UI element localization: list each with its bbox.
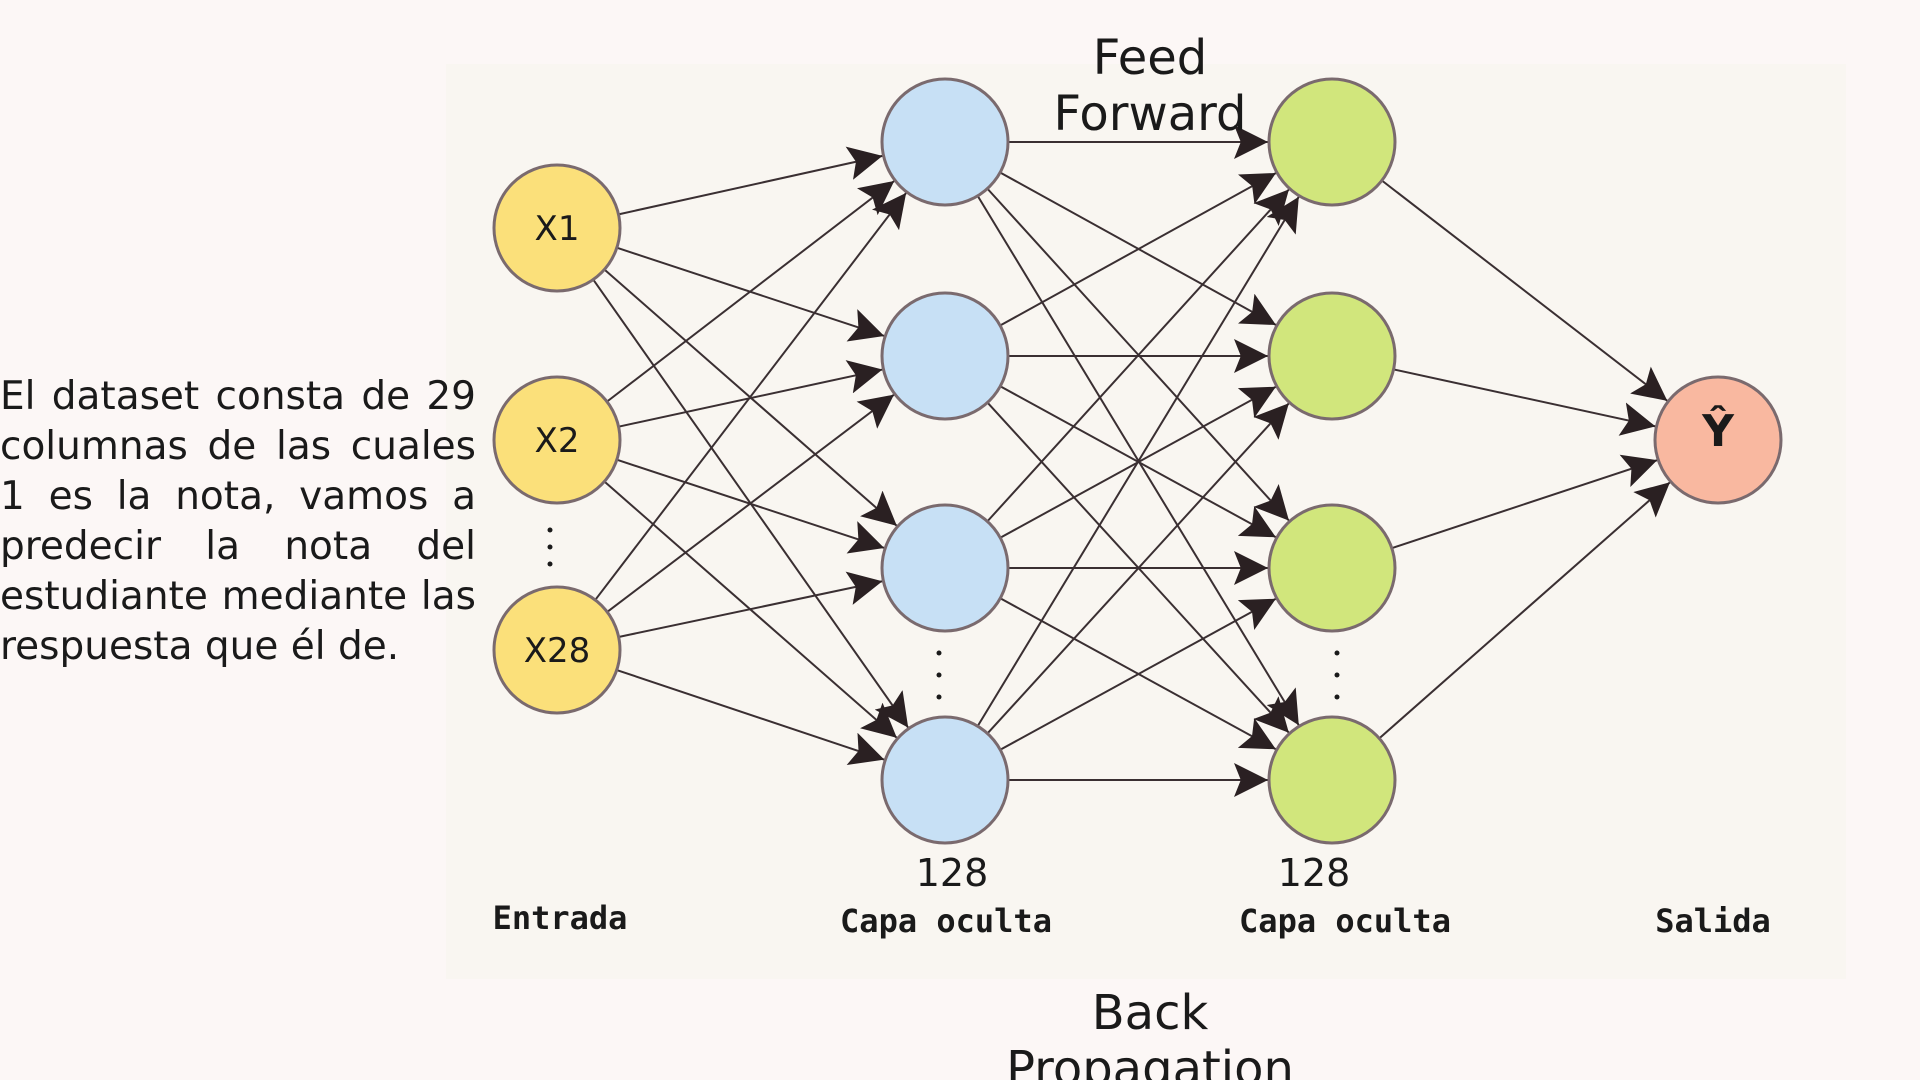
edge-input-0-to-hidden1-0 — [618, 146, 883, 216]
edge-hidden1-1-to-hidden2-0 — [999, 172, 1277, 327]
hidden1-node-1 — [880, 77, 1010, 207]
hidden2-count: 128 — [1278, 851, 1351, 895]
hidden1-ellipsis — [936, 650, 942, 700]
input-layer-label: Entrada — [493, 899, 628, 937]
edge-hidden1-3-to-hidden2-0 — [976, 196, 1300, 727]
edge-input-1-to-hidden1-0 — [606, 180, 895, 403]
edge-hidden2-3-to-output-0 — [1378, 481, 1671, 740]
hidden2-node-2 — [1267, 291, 1397, 421]
input-node-label-3: X28 — [524, 631, 591, 671]
edge-hidden1-2-to-hidden2-0 — [986, 188, 1290, 523]
input-node-1 — [492, 163, 622, 293]
edge-input-2-to-hidden1-3 — [616, 669, 885, 765]
hidden1-node-4 — [880, 715, 1010, 845]
connections — [592, 125, 1671, 797]
dataset-description: El dataset consta de 29 columnas de las … — [0, 374, 476, 669]
hidden2-ellipsis — [1334, 650, 1340, 700]
edge-input-2-to-hidden1-2 — [618, 571, 883, 638]
feed-forward-title: Feed Forward — [1053, 30, 1247, 142]
hidden1-count: 128 — [916, 851, 989, 895]
input-node-label-1: X1 — [535, 209, 580, 249]
edge-hidden2-2-to-output-0 — [1391, 454, 1658, 550]
edge-input-2-to-hidden1-1 — [606, 393, 895, 613]
hidden1-node-2 — [880, 291, 1010, 421]
input-ellipsis — [547, 527, 553, 567]
hidden2-node-4 — [1267, 715, 1397, 845]
hidden2-node-3 — [1267, 503, 1397, 633]
input-node-2 — [492, 375, 622, 505]
hidden1-node-3 — [880, 503, 1010, 633]
input-node-label-2: X2 — [535, 421, 580, 461]
hidden1-layer-label: Capa oculta — [840, 902, 1052, 940]
edge-hidden2-0-to-output-0 — [1381, 179, 1668, 402]
output-layer-label: Salida — [1655, 902, 1771, 940]
output-node-1 — [1653, 375, 1783, 505]
hidden2-node-1 — [1267, 77, 1397, 207]
input-node-3 — [492, 585, 622, 715]
edge-hidden2-1-to-output-0 — [1393, 368, 1656, 436]
edge-hidden1-3-to-hidden2-2 — [999, 597, 1277, 751]
output-node-label: Ŷ — [1701, 404, 1735, 457]
diagram-panel — [446, 64, 1846, 979]
hidden2-layer-label: Capa oculta — [1239, 902, 1451, 940]
back-propagation-title: Back Propagation — [1006, 985, 1294, 1080]
edge-input-2-to-hidden1-0 — [594, 192, 907, 601]
edge-hidden1-3-to-hidden2-1 — [986, 402, 1290, 735]
